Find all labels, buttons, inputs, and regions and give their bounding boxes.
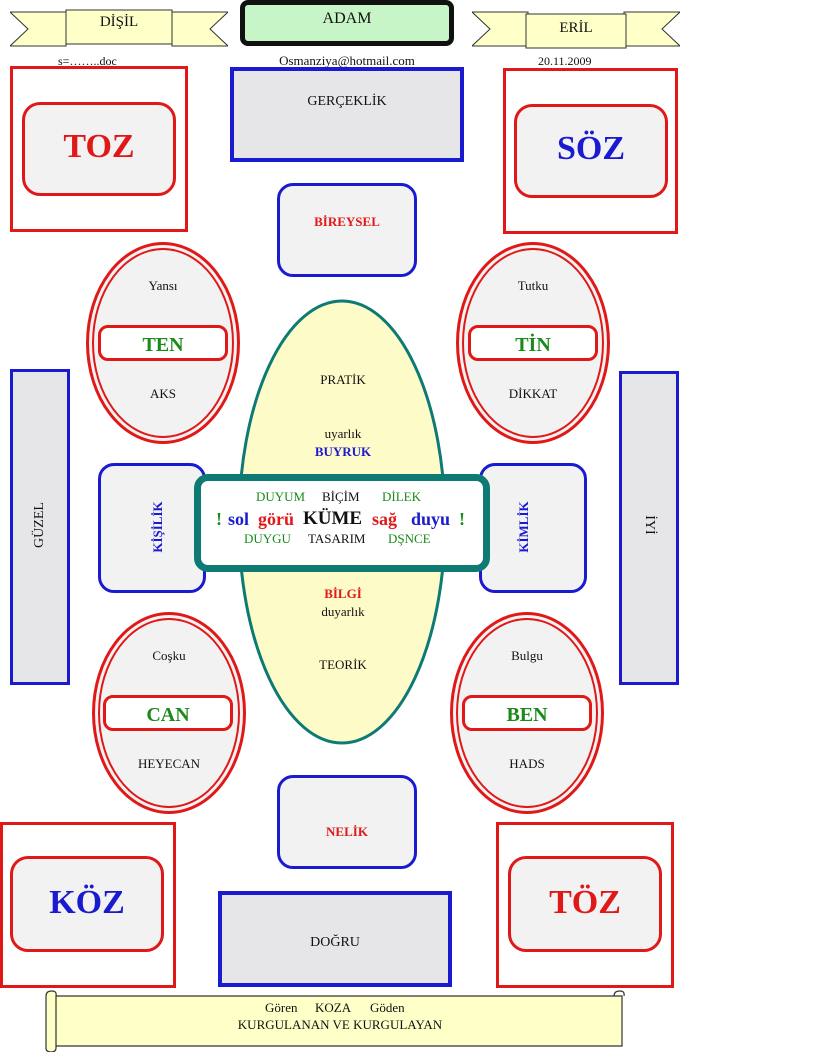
box-nelik-label: NELİK — [326, 824, 368, 839]
circle-top-right-center: TİN — [515, 334, 551, 356]
circle-bottom-left-top: Coşku — [152, 648, 186, 663]
corner-bottom-right-box — [508, 856, 662, 952]
kume-bicim: BİÇİM — [322, 489, 360, 504]
kume-box — [194, 474, 490, 572]
circle-top-left-bottom: AKS — [149, 386, 176, 401]
circle-bottom-left-bar — [103, 695, 233, 731]
circle-top-left-top: Yansı — [148, 278, 178, 293]
right-banner — [472, 11, 680, 49]
kume-exclaim-left: ! — [216, 509, 222, 529]
ellipse-bilgi: BİLGİ — [324, 586, 362, 601]
kume-sol: sol — [228, 509, 250, 529]
corner-top-left-label: TOZ — [63, 128, 135, 165]
circle-top-right-bottom: DİKKAT — [508, 386, 558, 401]
circle-bottom-right-bar — [462, 695, 592, 731]
box-kisilik-label: KİŞİLİK — [150, 501, 165, 553]
ellipse-teorik: TEORİK — [319, 657, 367, 672]
circle-bottom-left-inner — [98, 618, 240, 808]
scroll-goden: Göden — [370, 1000, 405, 1015]
scroll-koza: KOZA — [315, 1000, 352, 1015]
ellipse-pratik: PRATİK — [320, 372, 366, 387]
ellipse-buyruk: BUYRUK — [314, 444, 372, 459]
box-nelik — [277, 775, 417, 869]
left-banner — [10, 9, 228, 47]
corner-bottom-right-frame — [496, 822, 674, 988]
kume-goru: görü — [258, 509, 294, 529]
file-reference: s=……..doc — [58, 54, 117, 68]
box-gerceklik-label: GERÇEKLİK — [307, 94, 387, 109]
scroll-goren: Gören — [265, 1000, 298, 1015]
corner-top-right-label: SÖZ — [556, 130, 626, 167]
corner-top-right-frame — [503, 68, 678, 234]
circle-top-left-inner — [92, 248, 234, 438]
title-box — [240, 0, 454, 46]
box-iyi-label: İYİ — [642, 515, 657, 535]
ellipse-uyarlik: uyarlık — [324, 426, 362, 441]
corner-top-right-box — [514, 104, 668, 198]
circle-bottom-right-top: Bulgu — [511, 648, 543, 663]
kume-label: KÜME — [303, 508, 363, 529]
box-dogru-label: DOĞRU — [310, 935, 360, 950]
kume-dilek: DİLEK — [382, 489, 421, 504]
circle-top-right-bar — [468, 325, 598, 361]
left-banner-label: DİŞİL — [99, 14, 139, 30]
corner-bottom-right-label: TÖZ — [549, 884, 621, 921]
scroll-subtitle: KURGULANAN VE KURGULAYAN — [237, 1017, 443, 1032]
circle-bottom-left-center: CAN — [146, 704, 190, 726]
ellipse-duyarlik: duyarlık — [321, 604, 365, 619]
kume-exclaim-right: ! — [459, 509, 465, 529]
box-bireysel-label: BİREYSEL — [314, 214, 380, 229]
box-bireysel — [277, 183, 417, 277]
kume-duyu: duyu — [411, 509, 451, 529]
circle-top-right-inner — [462, 248, 604, 438]
title: ADAM — [322, 10, 372, 27]
box-kimlik — [479, 463, 587, 593]
box-guzel — [10, 369, 70, 685]
right-banner-label: ERİL — [559, 20, 593, 36]
circle-top-left-center: TEN — [142, 334, 184, 356]
circle-bottom-right-inner — [456, 618, 598, 808]
kume-sag: sağ — [372, 509, 398, 529]
box-dogru — [218, 891, 452, 987]
kume-duyum: DUYUM — [256, 489, 306, 504]
date: 20.11.2009 — [538, 54, 592, 68]
corner-top-left-frame — [10, 66, 188, 232]
kume-dsnce: DŞNCE — [388, 531, 431, 546]
corner-bottom-left-label: KÖZ — [49, 884, 125, 921]
box-kimlik-label: KİMLİK — [516, 501, 531, 553]
kume-duygu: DUYGU — [244, 531, 291, 546]
corner-bottom-left-frame — [0, 822, 176, 988]
corner-bottom-left-box — [10, 856, 164, 952]
box-guzel-label: GÜZEL — [32, 502, 47, 548]
circle-bottom-left-bottom: HEYECAN — [137, 756, 201, 771]
circle-top-right-top: Tutku — [517, 278, 549, 293]
corner-top-left-box — [22, 102, 176, 196]
bottom-scroll — [45, 990, 625, 1052]
circle-top-left-bar — [98, 325, 228, 361]
kume-tasarim: TASARIM — [308, 531, 366, 546]
circle-bottom-right-center: BEN — [506, 704, 548, 726]
email: Osmanziya@hotmail.com — [279, 53, 415, 68]
box-gerceklik — [230, 67, 464, 162]
box-iyi — [619, 371, 679, 685]
circle-bottom-right-bottom: HADS — [509, 756, 545, 771]
